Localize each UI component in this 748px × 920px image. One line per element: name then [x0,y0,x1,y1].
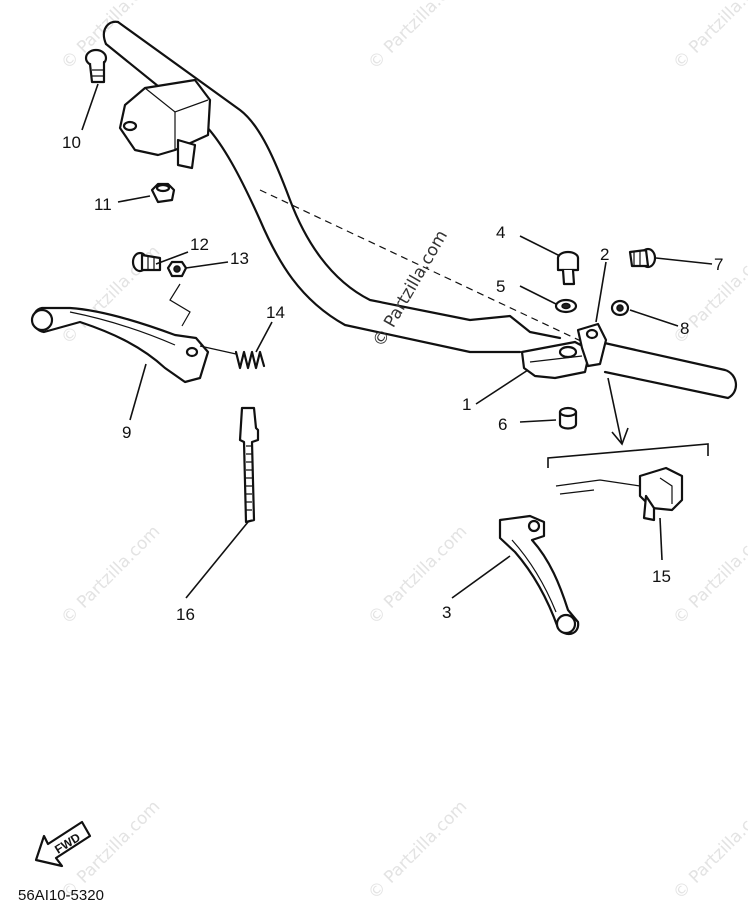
part-9-lever [30,306,210,384]
part-6-collar [558,406,578,430]
fwd-arrow: FWD [34,820,92,868]
callout-10: 10 [62,133,81,152]
watermark-center: © Partzilla.com [369,227,452,351]
watermark: © Partzilla.com [364,0,471,74]
watermark: © Partzilla.com [364,797,471,904]
part-10-bolt [84,48,108,84]
callout-11: 11 [94,195,112,214]
callout-16: 16 [176,605,195,624]
callout-3: 3 [442,603,451,622]
watermark: © Partzilla.com [669,0,748,74]
callout-13: 13 [230,249,249,268]
part-14-spring [199,345,266,370]
part-8-nut [610,299,630,317]
callout-12: 12 [190,235,209,254]
callout-6: 6 [498,415,507,434]
callout-7: 7 [714,255,723,274]
part-13-nut [166,260,191,327]
part-1-lever-holder [520,322,608,380]
part-7-screw [628,247,657,269]
part-3-lever [498,514,580,636]
part-16-cable-tie [238,406,260,524]
callout-8: 8 [680,319,689,338]
part-12-bolt [131,251,162,273]
callout-labels: 1 2 3 4 5 6 7 8 9 10 11 12 13 14 15 16 [62,133,723,624]
callout-1: 1 [462,395,471,414]
diagram-code: 56AI10-5320 [18,887,104,904]
callout-14: 14 [266,303,285,322]
callout-9: 9 [122,423,131,442]
watermark: © Partzilla.com [669,797,748,904]
watermark: © Partzilla.com [669,522,748,629]
callout-5: 5 [496,277,505,296]
callout-4: 4 [496,223,505,242]
callout-15: 15 [652,567,671,586]
part-5-washer [554,298,578,314]
callout-2: 2 [600,245,609,264]
handlebar [102,20,737,400]
part-11-nut [150,182,176,204]
leader-lines [81,83,713,599]
watermark: © Partzilla.com [57,0,164,74]
master-cylinder-clamp [118,78,212,170]
watermark: © Partzilla.com [364,522,471,629]
part-15-switch-detail [547,377,709,522]
part-4-pivot-bolt [556,250,580,286]
watermark: © Partzilla.com [57,522,164,629]
